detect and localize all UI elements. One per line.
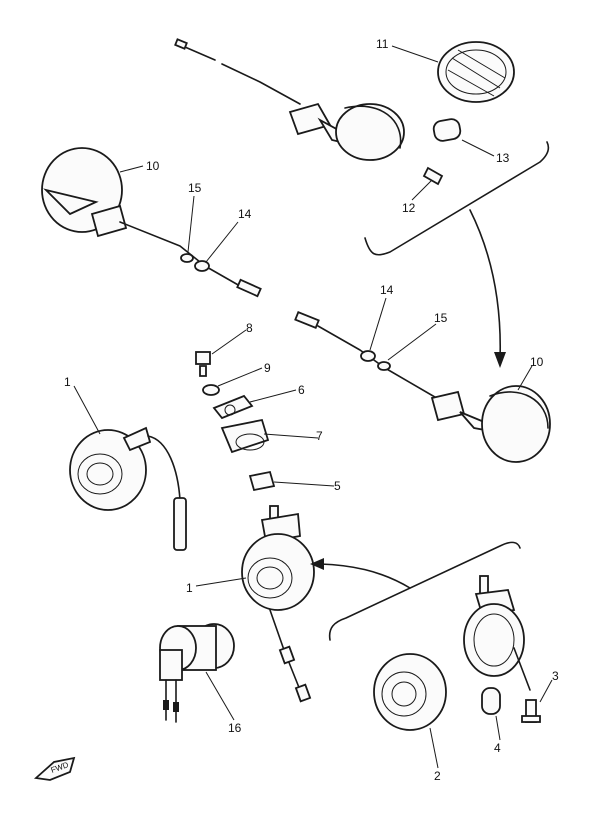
callout-13: 13: [496, 151, 510, 165]
front-flasher-left: [69, 426, 187, 551]
callout-10-right: 10: [530, 355, 544, 369]
callout-2: 2: [434, 769, 441, 783]
callout-1-left: 1: [64, 375, 71, 389]
callout-4: 4: [494, 741, 501, 755]
callout-6: 6: [298, 383, 305, 397]
screw-3: [521, 699, 541, 723]
callout-15-right: 15: [434, 311, 448, 325]
callout-10-left: 10: [146, 159, 160, 173]
callout-3: 3: [552, 669, 559, 683]
flasher-housing-right: [463, 575, 531, 691]
front-flasher-center: [241, 505, 315, 703]
direction-arrow-upper: [469, 209, 506, 368]
callout-15-left: 15: [188, 181, 202, 195]
lens-2: [373, 653, 447, 731]
lens-11: [437, 41, 515, 103]
rear-flasher-lower-right: [294, 310, 551, 463]
callout-labels: 11 13 12 10 15 14 8 9 6 7 5 1 1 14 15 10…: [64, 37, 559, 783]
callout-7: 7: [316, 429, 323, 443]
callout-8: 8: [246, 321, 253, 335]
callout-14-right: 14: [380, 283, 394, 297]
rear-flasher-upper-right: [174, 38, 405, 161]
flasher-relay-16: [159, 623, 235, 723]
bulb-4: [481, 687, 501, 715]
callout-16: 16: [228, 721, 242, 735]
screw-12: [422, 166, 444, 186]
callout-5: 5: [334, 479, 341, 493]
bracket-outline-top: [364, 141, 550, 256]
callout-12: 12: [402, 201, 416, 215]
leader-lines: [73, 45, 553, 769]
direction-arrow-lower: [310, 558, 411, 589]
bracket-outline-bottom: [328, 541, 521, 641]
callout-14-left: 14: [238, 207, 252, 221]
callout-11: 11: [376, 37, 389, 51]
bulb-13: [432, 118, 462, 142]
callout-9: 9: [264, 361, 271, 375]
front-direction-badge: FWD: [33, 756, 76, 781]
rear-flasher-upper-left: [41, 147, 262, 298]
callout-1-center: 1: [186, 581, 193, 595]
mount-hardware-center: [195, 351, 276, 492]
